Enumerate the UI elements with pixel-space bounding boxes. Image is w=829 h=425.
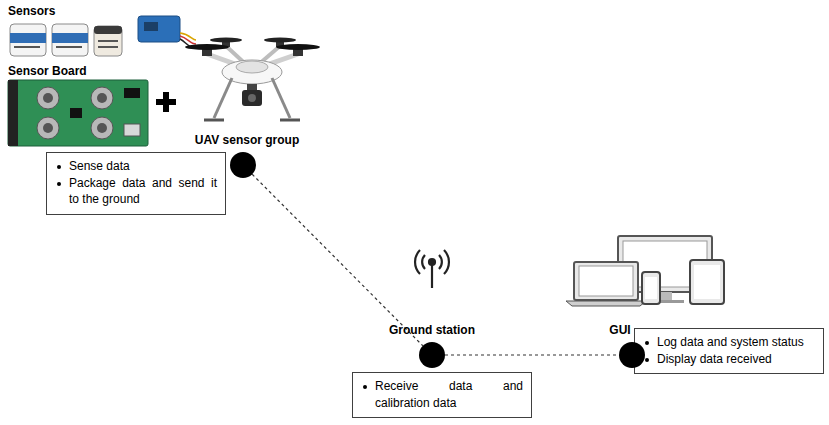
dashed-link	[445, 354, 619, 355]
dashed-link	[252, 174, 423, 346]
station-dot: GUI	[619, 342, 645, 368]
sensor-icons	[10, 16, 196, 56]
node-heading: GUI	[609, 323, 630, 337]
bullet-text: Log data and system status	[641, 334, 815, 351]
antenna-icon	[415, 250, 449, 288]
bullet-text: Package data and send it to the ground	[53, 175, 217, 208]
station-dot: Ground station	[419, 342, 445, 368]
station-dot: UAV sensor group	[230, 152, 256, 178]
bullet-box: Sense dataPackage data and send it to th…	[46, 152, 226, 215]
bullet-text: Sense data	[53, 158, 217, 175]
devices-icon	[566, 236, 724, 306]
bullet-text: Display data received	[641, 351, 815, 368]
plus-symbol	[156, 92, 176, 112]
section-label: Sensors	[8, 4, 55, 18]
bullet-text: Receive data and calibration data	[359, 378, 523, 411]
bullet-box: Receive data and calibration data	[352, 372, 532, 418]
node-heading: UAV sensor group	[195, 133, 299, 147]
bullet-box: Log data and system statusDisplay data r…	[634, 328, 824, 374]
drone-picture	[185, 38, 320, 121]
section-label: Sensor Board	[8, 64, 87, 78]
node-heading: Ground station	[389, 323, 475, 337]
sensor-board	[8, 80, 148, 146]
